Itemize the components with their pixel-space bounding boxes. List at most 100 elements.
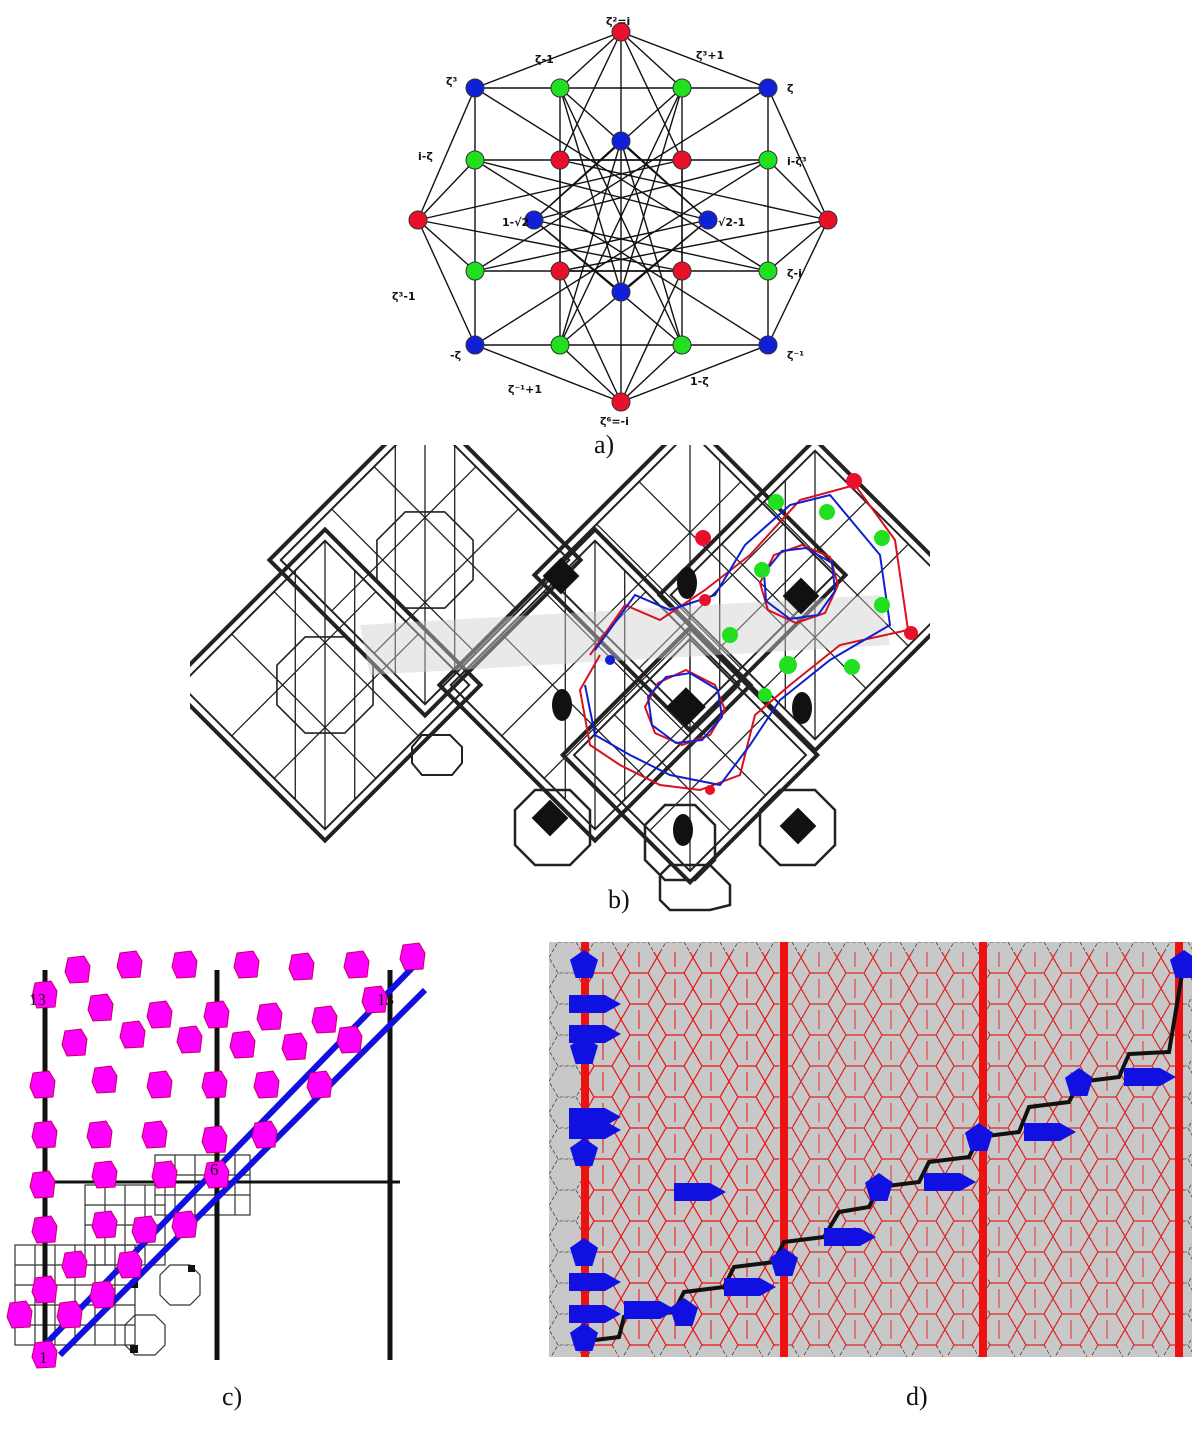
graph-edge	[560, 220, 708, 345]
magenta-tile	[152, 1161, 177, 1188]
vertex-label: ζ⁻¹+1	[508, 383, 542, 396]
magenta-tile	[65, 956, 90, 983]
magenta-tile	[257, 1003, 282, 1030]
green-dot-5	[874, 597, 890, 613]
green-dot-2	[819, 504, 835, 520]
tile-left-top	[269, 445, 580, 716]
magenta-tile	[62, 1029, 87, 1056]
staircase-svg: 13 13 6 1	[5, 935, 435, 1375]
vertex-label: ζ-1	[535, 53, 554, 66]
graph-node-blue	[466, 79, 484, 97]
tiling-svg	[190, 445, 930, 915]
magenta-tile	[57, 1301, 82, 1328]
graph-edge	[560, 141, 621, 345]
red-hex-region-2	[789, 952, 979, 1347]
magenta-tile	[30, 1171, 55, 1198]
magenta-tile	[88, 994, 113, 1021]
caption-c: c)	[222, 1382, 242, 1412]
magenta-tile	[202, 1071, 227, 1098]
magenta-tile	[337, 1026, 362, 1053]
magenta-tile	[7, 1301, 32, 1328]
octagon-bottom-4	[660, 865, 730, 910]
graph-node-red	[551, 262, 569, 280]
caption-b: b)	[608, 885, 630, 915]
oval-1	[677, 567, 697, 599]
black-square-1	[130, 1345, 138, 1353]
diamond-4	[532, 800, 569, 837]
graph-node-blue	[699, 211, 717, 229]
label-13-left: 13	[29, 990, 46, 1009]
vertex-label: ζ-i	[787, 267, 802, 280]
green-dot-7	[779, 656, 797, 674]
green-dot-1	[768, 494, 784, 510]
graph-edge	[534, 220, 682, 345]
graph-node-blue	[759, 79, 777, 97]
hex-lattice-svg	[549, 942, 1192, 1357]
magenta-tile	[289, 953, 314, 980]
graph-nodes	[409, 23, 837, 411]
vertex-label: i-ζ³	[787, 155, 807, 168]
octagon-left	[412, 735, 462, 775]
graph-node-red	[612, 393, 630, 411]
magenta-tile	[147, 1071, 172, 1098]
magenta-tile	[117, 951, 142, 978]
graph-node-red	[551, 151, 569, 169]
panel-c-staircase-tiling: 13 13 6 1	[5, 935, 435, 1375]
graph-edge	[621, 32, 682, 88]
graph-node-green	[759, 151, 777, 169]
magenta-tile	[234, 951, 259, 978]
graph-node-blue	[612, 132, 630, 150]
vertex-label: 1-ζ	[690, 375, 709, 388]
magenta-tile	[92, 1161, 117, 1188]
magenta-tile	[254, 1071, 279, 1098]
graph-node-red	[673, 262, 691, 280]
graph-edge	[418, 220, 682, 271]
graph-node-green	[466, 262, 484, 280]
graph-node-green	[466, 151, 484, 169]
graph-edge	[560, 220, 828, 271]
graph-edge	[768, 160, 828, 220]
graph-node-blue	[759, 336, 777, 354]
vertex-label: 1-√2	[502, 216, 529, 229]
graph-node-green	[673, 79, 691, 97]
vertex-label: √2-1	[718, 216, 745, 229]
vertex-label: ζ²=i	[606, 15, 630, 28]
red-dot-2	[695, 530, 711, 546]
label-1: 1	[39, 1348, 48, 1367]
magenta-tile	[117, 1251, 142, 1278]
magenta-tile	[202, 1126, 227, 1153]
magenta-tile	[252, 1121, 277, 1148]
magenta-tile	[230, 1031, 255, 1058]
panel-b-tiling	[190, 445, 930, 915]
caption-d: d)	[906, 1382, 928, 1412]
graph-node-green	[759, 262, 777, 280]
graph-node-blue	[612, 283, 630, 301]
graph-node-green	[551, 336, 569, 354]
magenta-tile	[172, 951, 197, 978]
magenta-tile	[92, 1211, 117, 1238]
vertex-label: ζ³+1	[696, 49, 724, 62]
blue-dot-1	[605, 655, 615, 665]
oval-4	[673, 814, 693, 846]
magenta-tile	[32, 1121, 57, 1148]
graph-edge	[768, 88, 828, 220]
magenta-tile	[132, 1216, 157, 1243]
magenta-tile	[32, 1216, 57, 1243]
graph-edge	[418, 220, 475, 345]
magenta-tile	[32, 1276, 57, 1303]
graph-edge	[560, 345, 621, 402]
tile-center	[439, 529, 750, 840]
magenta-tile	[282, 1033, 307, 1060]
graph-node-green	[673, 336, 691, 354]
magenta-tile	[90, 1281, 115, 1308]
red-dot-3	[904, 626, 918, 640]
graph-node-red	[819, 211, 837, 229]
red-dot-5	[705, 785, 715, 795]
green-dot-3	[874, 530, 890, 546]
graph-node-red	[409, 211, 427, 229]
vertex-label: i-ζ	[418, 150, 433, 163]
vertex-label: ζ⁶=-i	[600, 415, 629, 428]
red-dot-1	[846, 473, 862, 489]
